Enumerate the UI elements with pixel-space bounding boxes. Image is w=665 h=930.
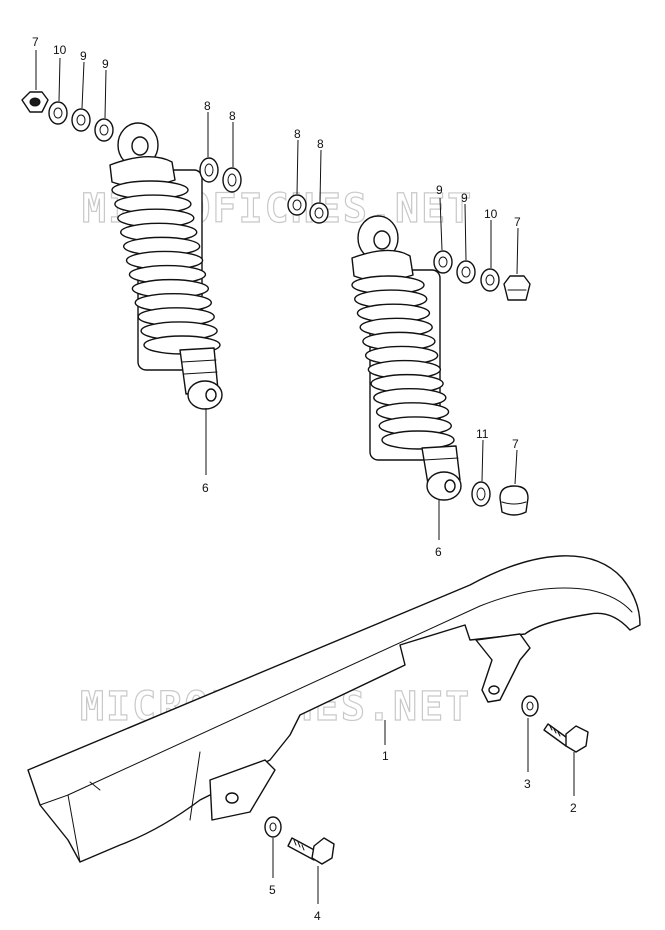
washer-10-top-left xyxy=(48,101,68,125)
washer-5 xyxy=(264,816,282,838)
washer-3 xyxy=(521,695,539,717)
nut-7-top-left xyxy=(21,91,49,113)
cap-nut-7-lower xyxy=(499,485,529,516)
callout-7: 7 xyxy=(514,215,521,229)
washer-11 xyxy=(471,481,491,507)
callout-2: 2 xyxy=(570,801,577,815)
callout-9: 9 xyxy=(461,191,468,205)
callout-10: 10 xyxy=(484,207,498,221)
callout-5: 5 xyxy=(269,883,276,897)
callout-7: 7 xyxy=(512,437,519,451)
washer-9-top-left-a xyxy=(71,108,91,132)
washer-8-b xyxy=(222,167,242,193)
callout-3: 3 xyxy=(524,777,531,791)
washer-9-right-b xyxy=(456,260,476,284)
spring-coil xyxy=(381,430,455,450)
callout-11: 11 xyxy=(476,427,489,441)
washer-8-a xyxy=(199,157,219,183)
washer-9-right-a xyxy=(433,250,453,274)
callout-6: 6 xyxy=(435,545,442,559)
washer-8-d xyxy=(309,202,329,224)
callout-7: 7 xyxy=(32,35,39,49)
bolt-4 xyxy=(287,837,335,865)
callout-labels: 7 10 9 9 8 8 8 8 9 9 10 7 6 6 11 7 1 3 2… xyxy=(32,35,577,923)
callout-1: 1 xyxy=(382,749,389,763)
callout-4: 4 xyxy=(314,909,321,923)
washer-10-right xyxy=(480,268,500,292)
washer-9-top-left-b xyxy=(94,118,114,142)
callout-9: 9 xyxy=(80,49,87,63)
washer-8-c xyxy=(287,194,307,216)
bolt-2 xyxy=(543,723,589,753)
callout-8: 8 xyxy=(317,137,324,151)
callout-8: 8 xyxy=(229,109,236,123)
callout-9: 9 xyxy=(102,57,109,71)
callout-8: 8 xyxy=(294,127,301,141)
callout-9: 9 xyxy=(436,183,443,197)
callout-8: 8 xyxy=(204,99,211,113)
nut-7-right-top xyxy=(503,275,531,301)
leader-lines xyxy=(35,50,575,904)
chain-case xyxy=(27,555,641,863)
right-shock-absorber xyxy=(351,215,462,501)
callout-10: 10 xyxy=(53,43,67,57)
left-shock-absorber xyxy=(109,122,223,410)
callout-6: 6 xyxy=(202,481,209,495)
